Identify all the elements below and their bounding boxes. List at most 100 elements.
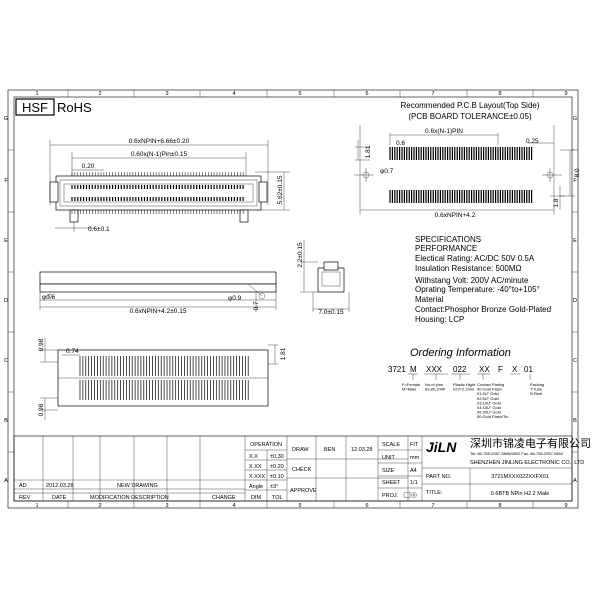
hsf-label: HSF	[22, 100, 48, 115]
svg-text:X: X	[512, 365, 518, 374]
svg-text:BEN: BEN	[324, 447, 335, 453]
svg-text:9: 9	[564, 91, 567, 97]
pcb-06-dim: 0.6	[396, 140, 405, 147]
svg-text:01: 01	[524, 365, 533, 374]
part-no: 3721MXXX022XXFX01	[491, 474, 548, 480]
svg-text:±0.30: ±0.30	[270, 454, 284, 460]
end-height-dim: 2.2±0.15	[297, 242, 304, 268]
svg-text:6: 6	[365, 503, 368, 509]
svg-text:9: 9	[564, 503, 567, 509]
end-07-dim: 0.7	[253, 301, 260, 310]
svg-text:A4: A4	[410, 468, 417, 474]
end-view	[255, 240, 350, 312]
svg-text:XX: XX	[479, 365, 490, 374]
svg-text:REV: REV	[19, 495, 31, 501]
svg-text:F: F	[573, 178, 577, 184]
svg-text:4: 4	[232, 503, 235, 509]
side-dia09-dim: φ0.9	[228, 295, 242, 302]
pcb-layout-title: Recommended P.C.B Layout(Top Side)	[400, 101, 539, 110]
svg-text:X.X: X.X	[249, 454, 258, 460]
svg-text:4: 4	[232, 91, 235, 97]
svg-text:3721: 3721	[388, 365, 406, 374]
svg-text:Oprating Temperature: -40°to+1: Oprating Temperature: -40°to+105°	[415, 285, 540, 294]
projection-symbol	[403, 491, 417, 499]
pcb-layout	[354, 125, 575, 215]
svg-text:SCALE: SCALE	[382, 442, 400, 448]
pcb-18-dim: 1.8	[553, 198, 560, 207]
specifications: SPECIFICATIONS PERFORMANCE Electical Rat…	[415, 235, 551, 324]
svg-text:DATE: DATE	[52, 495, 67, 501]
svg-text:C: C	[573, 358, 577, 364]
pcb-dia07-dim: φ0.7	[380, 168, 394, 175]
svg-text:3: 3	[165, 503, 168, 509]
bottom-view	[40, 338, 278, 420]
ordering-underlines	[408, 373, 531, 380]
outer-frame	[7, 89, 579, 509]
svg-text:1: 1	[35, 503, 38, 509]
pcb-layout-tolerance: (PCB BOARD TOLERANCE±0.05)	[408, 112, 532, 121]
svg-text:UNIT: UNIT	[382, 455, 395, 461]
svg-text:2: 2	[98, 91, 101, 97]
svg-text:D: D	[4, 298, 8, 304]
svg-text:3: 3	[165, 91, 168, 97]
svg-text:6: 6	[365, 91, 368, 97]
hsf-box	[15, 98, 55, 116]
side-length-dim: 0.6xNPIN+4.2±0.15	[130, 308, 187, 315]
top-020-dim: 0.20	[82, 163, 95, 170]
title-label: TITLE:	[426, 490, 443, 496]
svg-text:NEW DRAWING: NEW DRAWING	[117, 483, 158, 489]
svg-text:Material: Material	[415, 295, 444, 304]
pcb-80-dim: 8.0	[574, 168, 581, 177]
svg-text:2012.03.28: 2012.03.28	[46, 483, 74, 489]
svg-text:CHANGE: CHANGE	[212, 495, 236, 501]
svg-text:2: 2	[98, 503, 101, 509]
rohs-label: RoHS	[57, 100, 92, 115]
svg-text:Insulation Resistance: 500MΩ: Insulation Resistance: 500MΩ	[415, 264, 522, 273]
bottom-074-dim: 0.74	[66, 348, 79, 355]
grid-column-ticks	[67, 90, 534, 508]
pcb-pitch-dim: 0.6x(N-1)PIN	[425, 128, 463, 135]
pcb-181-dim: 1.81	[365, 145, 372, 158]
svg-text:G: G	[573, 116, 577, 122]
svg-text:OPERATION: OPERATION	[250, 442, 282, 448]
svg-text:F: F	[4, 178, 8, 184]
svg-text:M: M	[410, 365, 417, 374]
svg-text:MODIFICATION DESCRIPTION: MODIFICATION DESCRIPTION	[90, 495, 169, 501]
svg-text:E: E	[4, 238, 8, 244]
svg-text:Withstang Volt: 200V AC/minute: Withstang Volt: 200V AC/minute	[415, 276, 529, 285]
svg-text:A: A	[4, 478, 8, 484]
bottom-098-dim: 0.98	[38, 338, 45, 351]
svg-text:022: 022	[453, 365, 467, 374]
svg-text:F: F	[498, 365, 503, 374]
svg-text:CHECK: CHECK	[292, 467, 312, 473]
bottom-098b-dim: 0.98	[38, 403, 45, 416]
svg-text:SHEET: SHEET	[382, 480, 401, 486]
svg-text:DIM: DIM	[251, 495, 262, 501]
svg-text:D: D	[573, 298, 577, 304]
svg-text:Contact:Phosphor Bronze Gold-P: Contact:Phosphor Bronze Gold-Plated	[415, 305, 551, 314]
svg-text:mm: mm	[410, 455, 420, 461]
side-view	[39, 271, 277, 310]
svg-text:AD: AD	[19, 483, 27, 489]
svg-text:7: 7	[431, 91, 434, 97]
top-height-dim: 5.62±0.15	[277, 175, 284, 204]
svg-text:8: 8	[498, 503, 501, 509]
bottom-view-contacts	[79, 356, 249, 400]
pcb-025-dim: 0.25	[526, 138, 539, 145]
svg-text:SPECIFICATIONS: SPECIFICATIONS	[415, 235, 481, 244]
drawing-title: 0.6BTB NPin H2.2 Male	[491, 491, 549, 497]
side-dia06-dim: φ0.6	[42, 294, 56, 301]
svg-text:G: G	[4, 116, 8, 122]
svg-text:PERFORMANCE: PERFORMANCE	[415, 244, 477, 253]
pcb-overall-dim: 0.6xNPIN+4.2	[435, 212, 476, 219]
top-overall-dim: 0.6xNPIN+6.66±0.20	[129, 138, 190, 145]
svg-text:APPROVE: APPROVE	[290, 488, 317, 494]
svg-text:±0.20: ±0.20	[270, 464, 284, 470]
bottom-181-dim: 1.81	[280, 347, 287, 360]
part-no-label: PART NO.	[426, 474, 452, 480]
